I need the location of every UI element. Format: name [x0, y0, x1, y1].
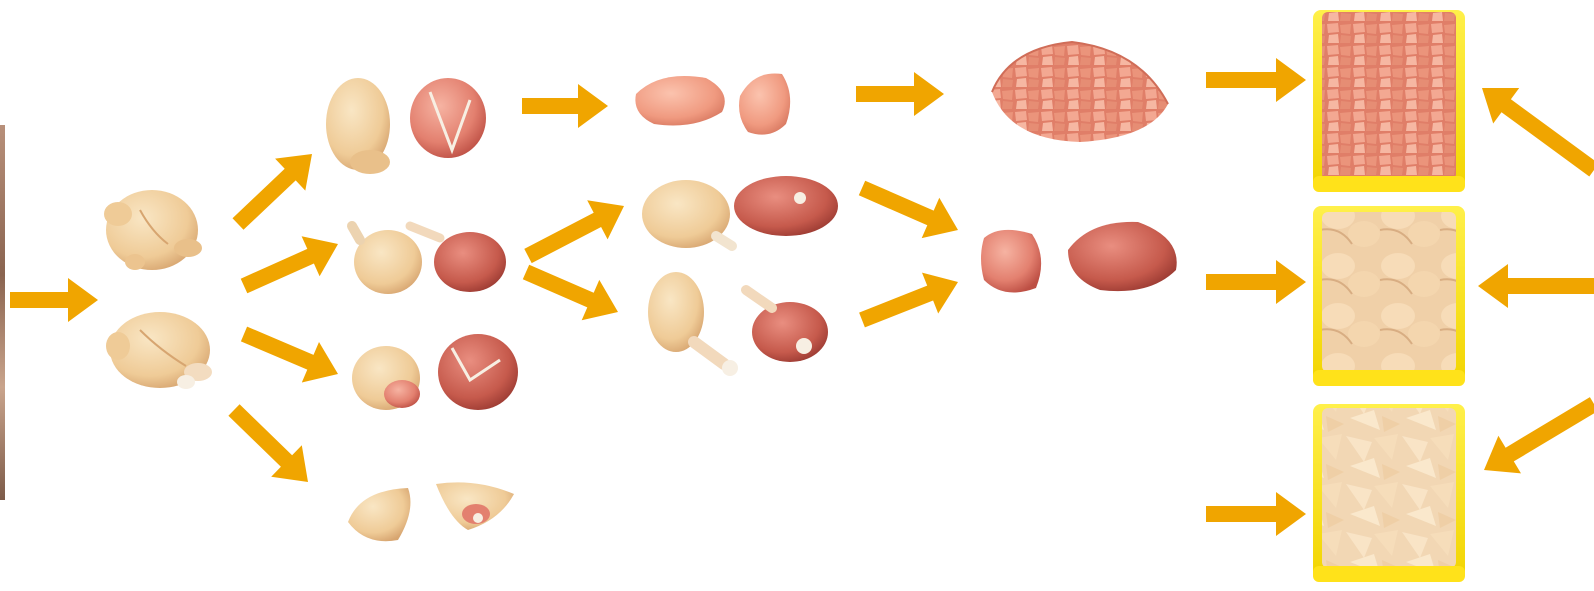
arrow-to-tray-bottom [1206, 492, 1306, 536]
boneless-thigh [981, 222, 1177, 293]
arrow-right-to-tray-top [1482, 88, 1594, 177]
tray-legs [1313, 206, 1465, 386]
arrow-thigh-to-boneless [859, 181, 958, 238]
back-quarter [352, 334, 518, 410]
diced-breast [992, 42, 1168, 142]
arrow-drumstick-to-boneless [859, 273, 958, 328]
whole-leg [352, 226, 506, 294]
arrow-whole-to-quarter [241, 327, 338, 383]
breast-fillet [635, 73, 790, 134]
whole-chicken-top [104, 190, 202, 270]
drumstick [648, 272, 828, 376]
arrow-diced-to-tray [1206, 58, 1306, 102]
arrow-leg-to-thigh [524, 200, 624, 263]
arrow-leg-to-drumstick [523, 265, 618, 321]
whole-chicken-bottom [106, 312, 212, 389]
breast-with-bone [326, 78, 486, 174]
wing [348, 482, 514, 541]
arrow-fillet-to-diced [856, 72, 944, 116]
arrow-whole-to-wing [228, 404, 308, 482]
arrow-input [10, 278, 98, 322]
arrow-boneless-to-tray [1206, 260, 1306, 304]
tray-quarters [1313, 404, 1465, 582]
arrow-whole-to-leg [241, 236, 338, 293]
arrow-right-to-tray-middle [1478, 264, 1594, 308]
arrow-breast-to-fillet [522, 84, 608, 128]
tray-diced [1313, 10, 1465, 192]
arrow-whole-to-breast [233, 154, 313, 230]
thigh [642, 176, 838, 248]
arrow-right-to-tray-bottom [1484, 397, 1594, 473]
